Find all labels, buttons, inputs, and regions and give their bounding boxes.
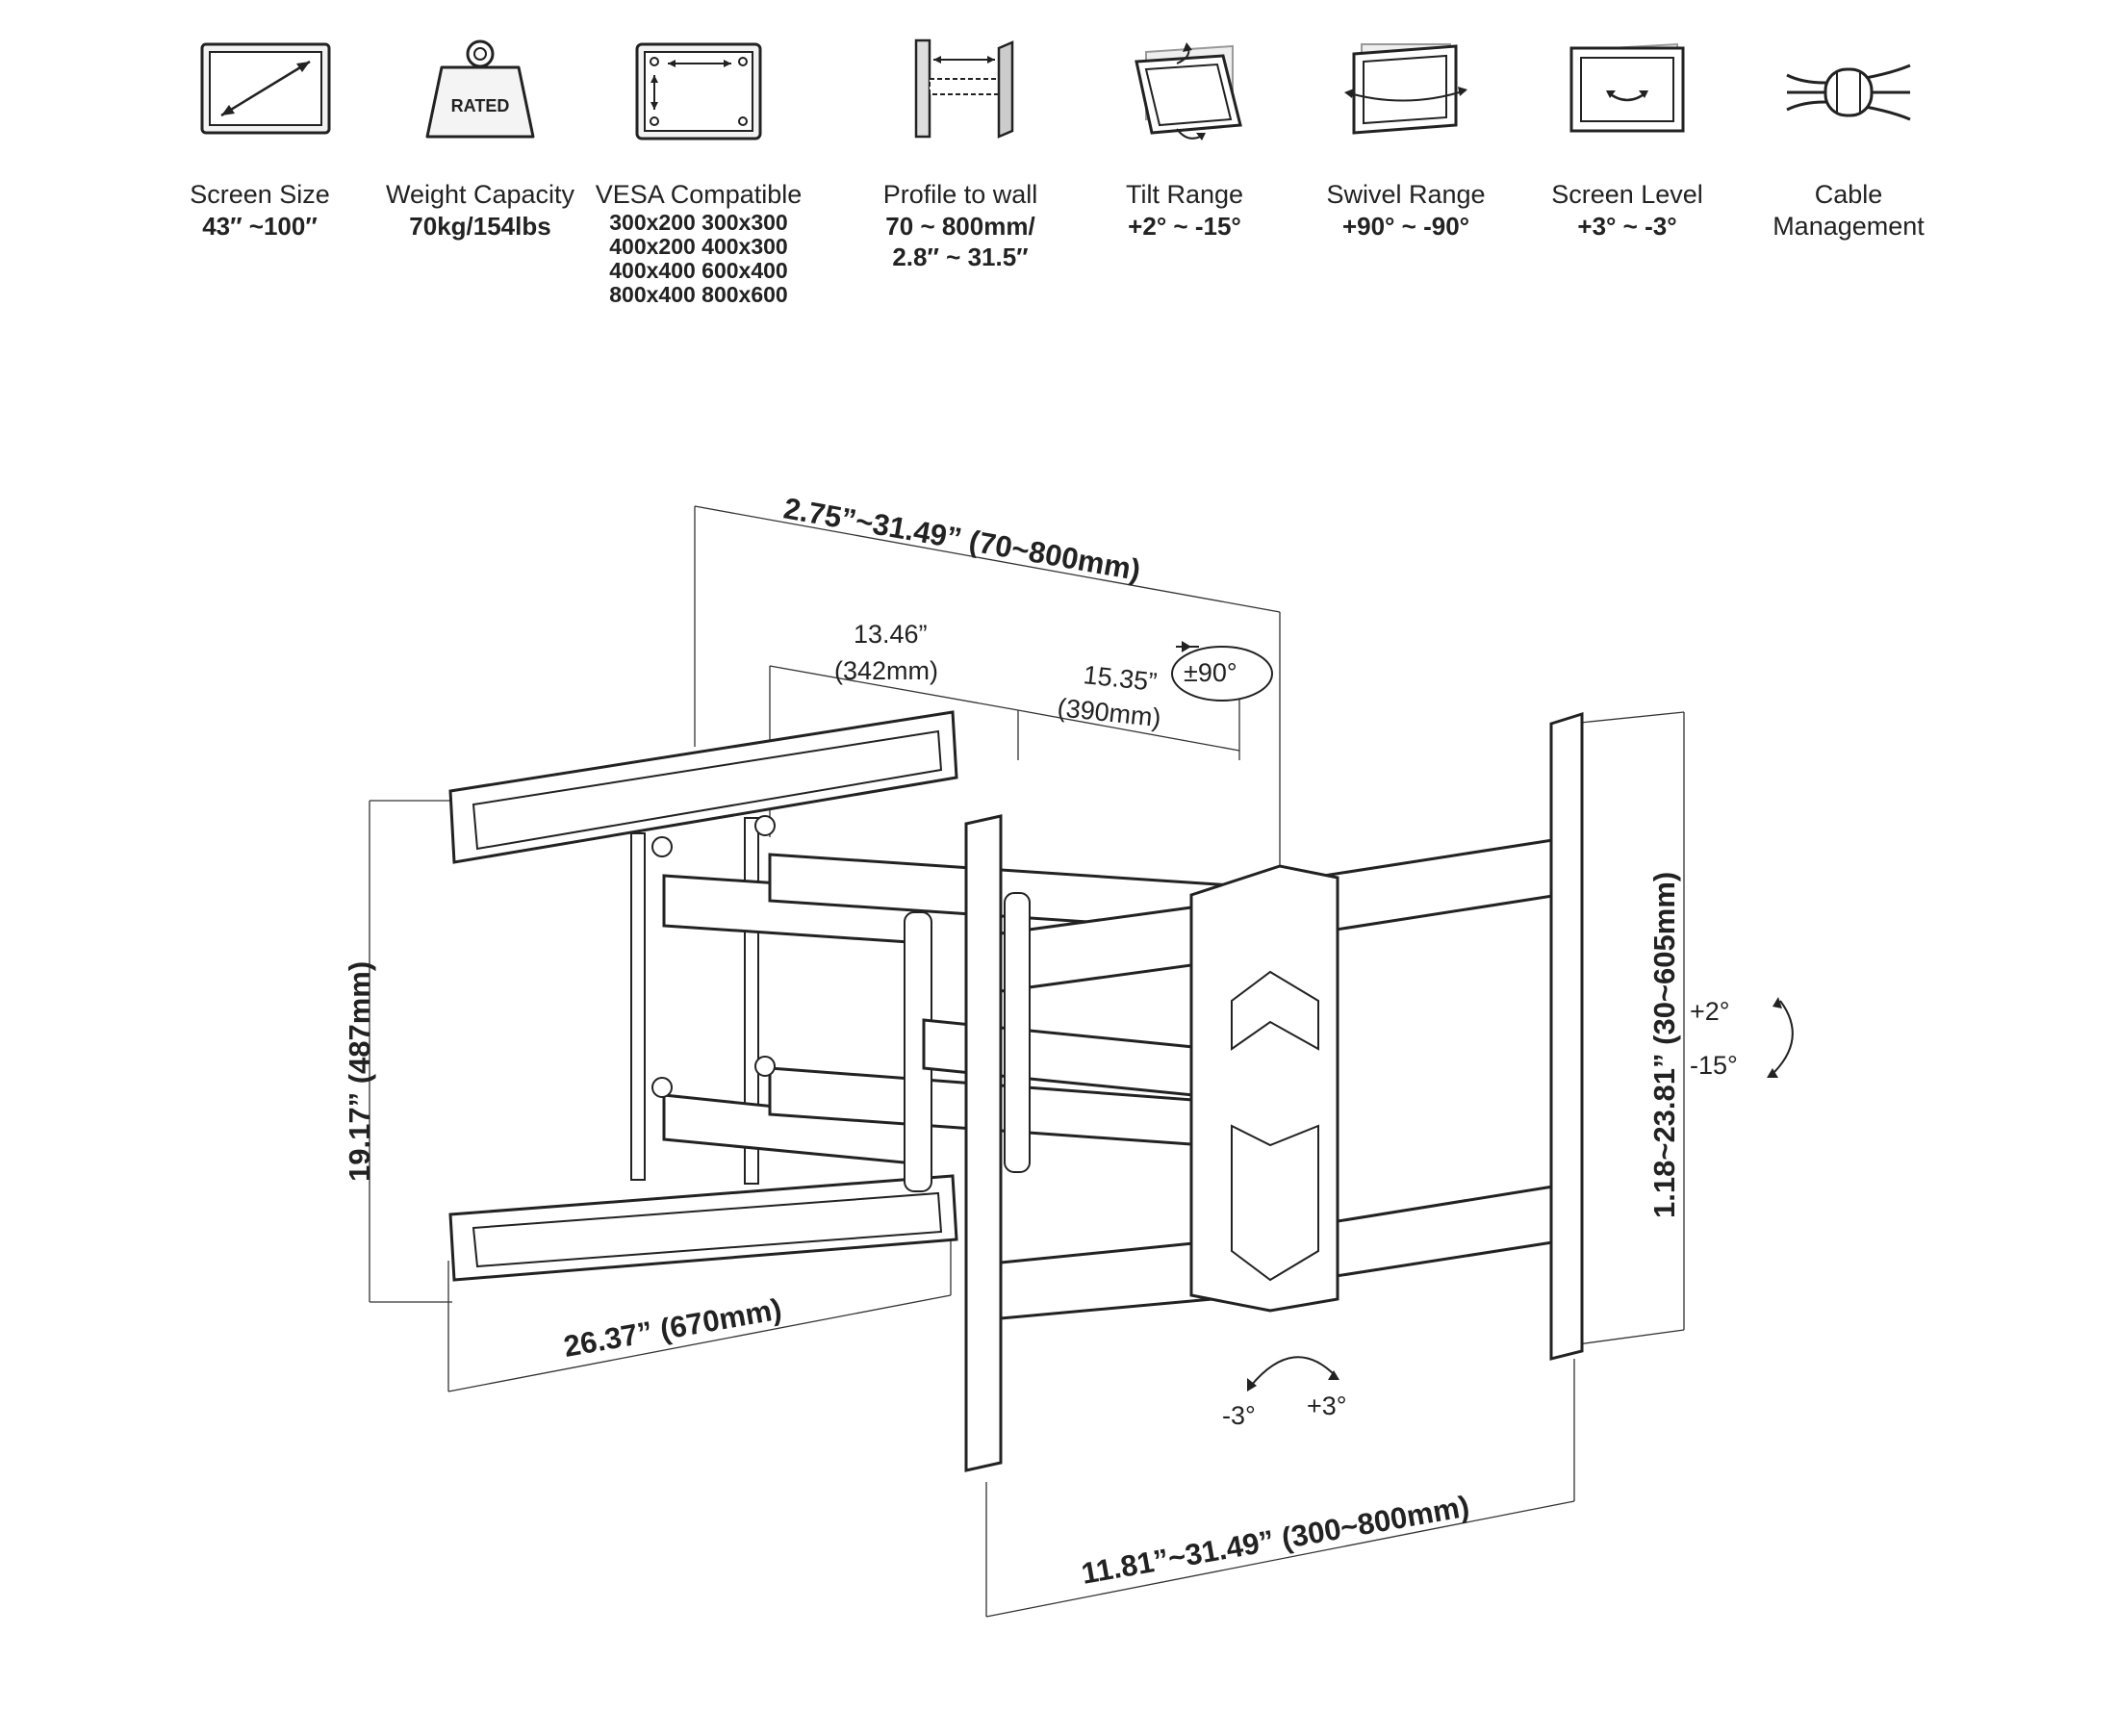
mount-arms [651, 815, 1234, 1320]
spec-value: +3° ~ -3° [1577, 212, 1677, 241]
profile-line-1: 70 ~ 800mm/ [885, 212, 1035, 241]
rotation-indicators [1171, 641, 1794, 1391]
profile-to-wall-icon [914, 38, 1014, 139]
wallplate-height-dimension: 19.17” (487mm) [343, 961, 376, 1182]
arm2-dimension-in: 15.35” [1082, 660, 1158, 697]
screen-level-icon [1569, 42, 1685, 133]
vesa-line-4: 800x400 800x600 [609, 282, 788, 307]
arm1-dimension-in: 13.46” [854, 620, 928, 649]
spec-swivel: Swivel Range +90° ~ -90° [1295, 37, 1517, 242]
spec-label: Screen Size [190, 180, 330, 209]
screen-size-icon [200, 42, 331, 135]
spec-screen-size: Screen Size 43″ ~100″ [149, 37, 370, 242]
tilt-up-label: +2° [1690, 997, 1730, 1026]
wallplate-width-dimension: 26.37” (670mm) [561, 1292, 784, 1364]
level-pos-label: +3° [1307, 1391, 1347, 1420]
spec-value: +90° ~ -90° [1341, 212, 1470, 241]
vertical-vesa-dimension: 1.18~23.81” (30~605mm) [1647, 872, 1681, 1218]
spec-value: 70kg/154lbs [409, 212, 551, 241]
vesa-icon [635, 42, 762, 140]
rated-text: RATED [451, 96, 510, 115]
spec-label: Cable [1814, 180, 1883, 209]
spec-label: Screen Level [1551, 180, 1703, 209]
spec-label: Swivel Range [1326, 180, 1486, 209]
spec-label: Weight Capacity [385, 180, 575, 209]
spec-vesa: VESA Compatible 300x200 300x300 400x200 … [588, 37, 809, 307]
dimension-lines [369, 505, 1685, 1618]
spec-screen-level: Screen Level +3° ~ -3° [1517, 37, 1738, 242]
level-neg-label: -3° [1222, 1401, 1256, 1430]
spec-profile: Profile to wall 70 ~ 800mm/ 2.8″ ~ 31.5″ [850, 37, 1071, 272]
spec-label-2: Management [1773, 212, 1925, 241]
tilt-range-icon [1135, 42, 1242, 140]
spec-tilt: Tilt Range +2° ~ -15° [1074, 37, 1295, 242]
spec-value: +2° ~ -15° [1128, 212, 1241, 241]
spec-label: Profile to wall [882, 180, 1038, 209]
spec-value: 43″ ~100″ [202, 212, 318, 241]
left-vesa-rail [964, 814, 1003, 1472]
arm1-dimension-mm: (342mm) [834, 656, 938, 685]
vesa-bracket [1189, 837, 1561, 1313]
cable-management-icon [1786, 64, 1911, 121]
horizontal-vesa-dimension: 11.81”~31.49” (300~800mm) [1079, 1489, 1471, 1590]
swivel-label: ±90° [1184, 658, 1237, 687]
spec-weight-capacity: RATED Weight Capacity 70kg/154lbs [370, 37, 591, 242]
vesa-line-2: 400x200 400x300 [609, 234, 788, 259]
right-vesa-rail [1549, 711, 1584, 1361]
arm2-dimension-mm: (390mm) [1056, 693, 1162, 732]
swivel-range-icon [1344, 43, 1467, 135]
tilt-down-label: -15° [1690, 1051, 1738, 1080]
spec-label: VESA Compatible [595, 180, 803, 209]
spec-cable: Cable Management [1738, 37, 1959, 243]
spec-row: Screen Size 43″ ~100″ RATED Weight Capac… [0, 0, 2117, 307]
vesa-line-1: 300x200 300x300 [609, 210, 788, 235]
wall-plate [448, 710, 958, 1282]
spec-label: Tilt Range [1125, 180, 1244, 209]
vesa-line-3: 400x400 600x400 [609, 258, 788, 283]
weight-capacity-icon: RATED [425, 39, 535, 139]
profile-dimension: 2.75”~31.49” (70~800mm) [781, 491, 1143, 587]
profile-line-2: 2.8″ ~ 31.5″ [892, 243, 1029, 271]
